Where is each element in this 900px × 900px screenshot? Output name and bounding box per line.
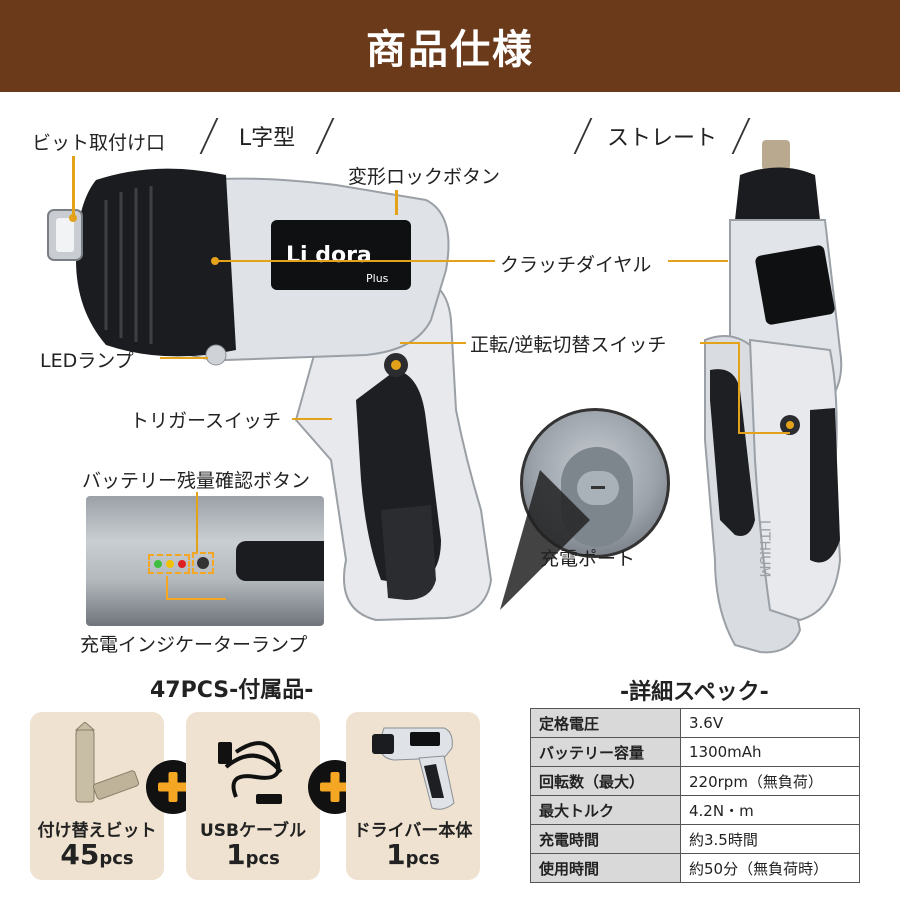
accessory-name: ドライバー本体 (353, 821, 473, 841)
driver-body-icon (372, 727, 455, 810)
led-red-icon (178, 560, 186, 568)
port-zoom-connector (500, 470, 590, 610)
variant-tag-straight: ストレート (582, 118, 742, 154)
callout-transform-lock: 変形ロックボタン (348, 166, 501, 188)
battery-check-button-icon (197, 557, 209, 569)
table-row: 充電時間約3.5時間 (530, 824, 860, 854)
callout-trigger-switch: トリガースイッチ (130, 410, 282, 432)
screwdriver-bit-icon (74, 722, 140, 803)
accessory-name: USBケーブル (200, 821, 306, 841)
variant-tag-l-type: L字型 (208, 118, 326, 154)
battery-indicator-inset (86, 496, 324, 626)
variant-label-l-type: L字型 (238, 126, 296, 151)
accessory-card-bits: 付け替えビット 45pcs (30, 712, 164, 880)
table-row: 使用時間約50分（無負荷時） (530, 853, 860, 883)
drill-l-type-image: Li dora Plus (47, 168, 493, 622)
battery-button-highlight (192, 552, 214, 574)
led-yellow-icon (166, 560, 174, 568)
accessory-qty: 45pcs (60, 838, 134, 871)
drill-straight-image: LITHIUM (704, 140, 843, 654)
brand-sub-l: Plus (366, 272, 389, 285)
page-title: 商品仕様 (366, 27, 534, 73)
header-banner: 商品仕様 (0, 0, 900, 92)
callout-direction-switch: 正転/逆転切替スイッチ (470, 334, 667, 356)
grip-shape (236, 541, 324, 581)
brand-logo-l: Li dora (286, 243, 372, 268)
callout-bit-mount: ビット取付け口 (32, 132, 166, 154)
callout-battery-check: バッテリー残量確認ボタン (82, 470, 311, 492)
indicator-highlight (148, 554, 190, 574)
led-green-icon (154, 560, 162, 568)
accessory-name: 付け替えビット (37, 821, 157, 841)
accessories-title: 47PCS-付属品- (150, 678, 314, 703)
accessory-card-driver: ドライバー本体 1pcs (346, 712, 480, 880)
svg-text:LITHIUM: LITHIUM (756, 520, 772, 577)
callout-clutch-dial: クラッチダイヤル (500, 254, 652, 276)
accessory-qty: 1pcs (386, 838, 440, 871)
callout-charge-port: 充電ポート (540, 548, 636, 570)
usb-cable-icon (218, 741, 283, 804)
accessory-qty: 1pcs (226, 838, 280, 871)
callout-led-lamp: LEDランプ (40, 350, 134, 372)
table-row: 回転数（最大）220rpm（無負荷） (530, 766, 860, 796)
spec-title: -詳細スペック- (620, 680, 769, 705)
variant-label-straight: ストレート (606, 126, 717, 151)
callout-charge-indicator: 充電インジケーターランプ (80, 634, 308, 656)
accessory-card-usb: USBケーブル 1pcs (186, 712, 320, 880)
